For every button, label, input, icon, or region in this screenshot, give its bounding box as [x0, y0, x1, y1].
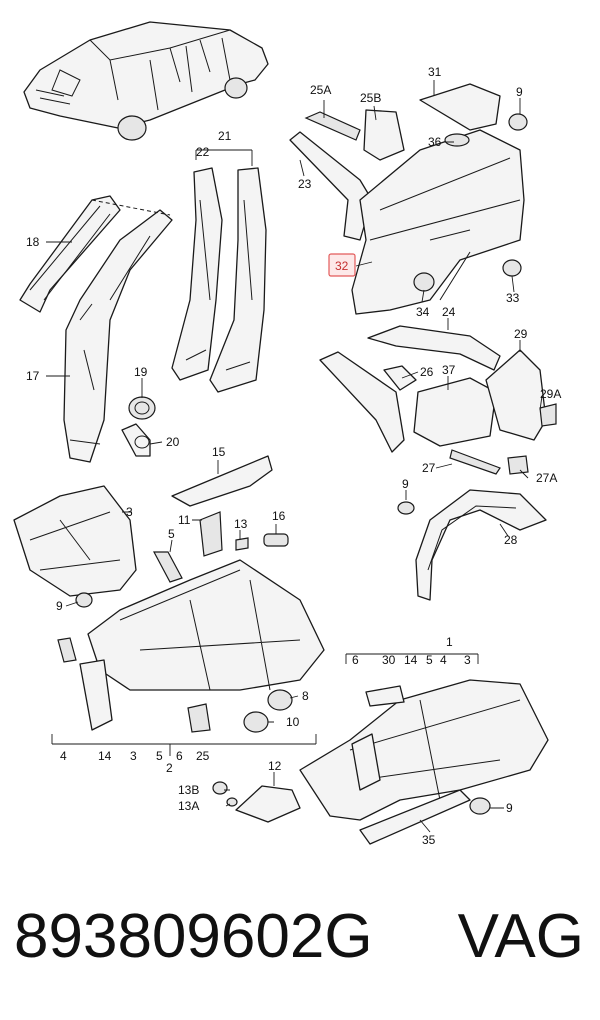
callout-29: 29: [514, 327, 528, 341]
callout-3c: 3: [464, 653, 471, 667]
rear-quarter-panel: [289, 83, 528, 315]
callout-27: 27: [422, 461, 436, 475]
front-wheelhouse-3: [13, 485, 137, 597]
callout-18: 18: [26, 235, 40, 249]
callout-5c: 5: [426, 653, 433, 667]
callout-14b: 14: [404, 653, 418, 667]
callout-31: 31: [428, 65, 442, 79]
callout-2: 2: [166, 761, 173, 775]
callout-8: 8: [302, 689, 309, 703]
callout-26: 26: [420, 365, 434, 379]
callout-20: 20: [166, 435, 180, 449]
callout-10: 10: [286, 715, 300, 729]
grommets-19-20: [121, 396, 156, 457]
pillar-parts-18-17: [19, 195, 173, 463]
callout-9c: 9: [56, 599, 63, 613]
callout-35: 35: [422, 833, 436, 847]
callout-32-highlight-box: [328, 253, 356, 277]
callout-32: 32: [335, 259, 349, 273]
callout-21: 21: [218, 129, 232, 143]
callout-1: 1: [446, 635, 453, 649]
callout-3a: 3: [126, 505, 133, 519]
callout-6a: 6: [176, 749, 183, 763]
callout-14a: 14: [98, 749, 112, 763]
b-pillar-parts-21-22: [171, 167, 267, 393]
callout-4a: 4: [60, 749, 67, 763]
callout-22: 22: [196, 145, 210, 159]
callout-11: 11: [178, 513, 191, 527]
front-longitudinal-member: [57, 559, 325, 733]
brand-label: VAG: [457, 902, 584, 971]
callout-25b: 25B: [360, 91, 381, 105]
callout-28: 28: [504, 533, 518, 547]
callout-4b: 4: [440, 653, 447, 667]
callout-6b: 6: [352, 653, 359, 667]
small-bracket-parts: [212, 781, 301, 823]
callout-23: 23: [298, 177, 312, 191]
callout-13b: 13B: [178, 783, 199, 797]
callout-16: 16: [272, 509, 286, 523]
callout-3b: 3: [130, 749, 137, 763]
callout-29a: 29A: [540, 387, 561, 401]
callout-37: 37: [442, 363, 456, 377]
parts-diagram: 31 25A 25B 9 36 23 21 22 18 17 19 20 32 …: [13, 21, 561, 847]
callout-labels: 31 25A 25B 9 36 23 21 22 18 17 19 20 32 …: [26, 65, 561, 847]
callout-9d: 9: [506, 801, 513, 815]
callout-34: 34: [416, 305, 430, 319]
callout-5b: 5: [156, 749, 163, 763]
callout-25: 25: [196, 749, 210, 763]
callout-9b: 9: [402, 477, 409, 491]
callout-15: 15: [212, 445, 226, 459]
part-number: 893809602G: [14, 902, 373, 971]
callout-25a: 25A: [310, 83, 331, 97]
car-overview-illustration: [23, 21, 269, 141]
callout-13a: 13A: [178, 799, 199, 813]
callout-13: 13: [234, 517, 248, 531]
front-strut-parts: [153, 455, 289, 583]
rear-inner-parts: [319, 325, 557, 601]
callout-5a: 5: [168, 527, 175, 541]
callout-33: 33: [506, 291, 520, 305]
callout-30: 30: [382, 653, 396, 667]
leader-lines: [46, 80, 543, 833]
callout-36: 36: [428, 135, 442, 149]
callout-17: 17: [26, 369, 40, 383]
callout-19: 19: [134, 365, 148, 379]
callout-27a: 27A: [536, 471, 557, 485]
callout-12: 12: [268, 759, 282, 773]
callout-9: 9: [516, 85, 523, 99]
callout-24: 24: [442, 305, 456, 319]
front-inner-assembly-1: [299, 679, 549, 845]
